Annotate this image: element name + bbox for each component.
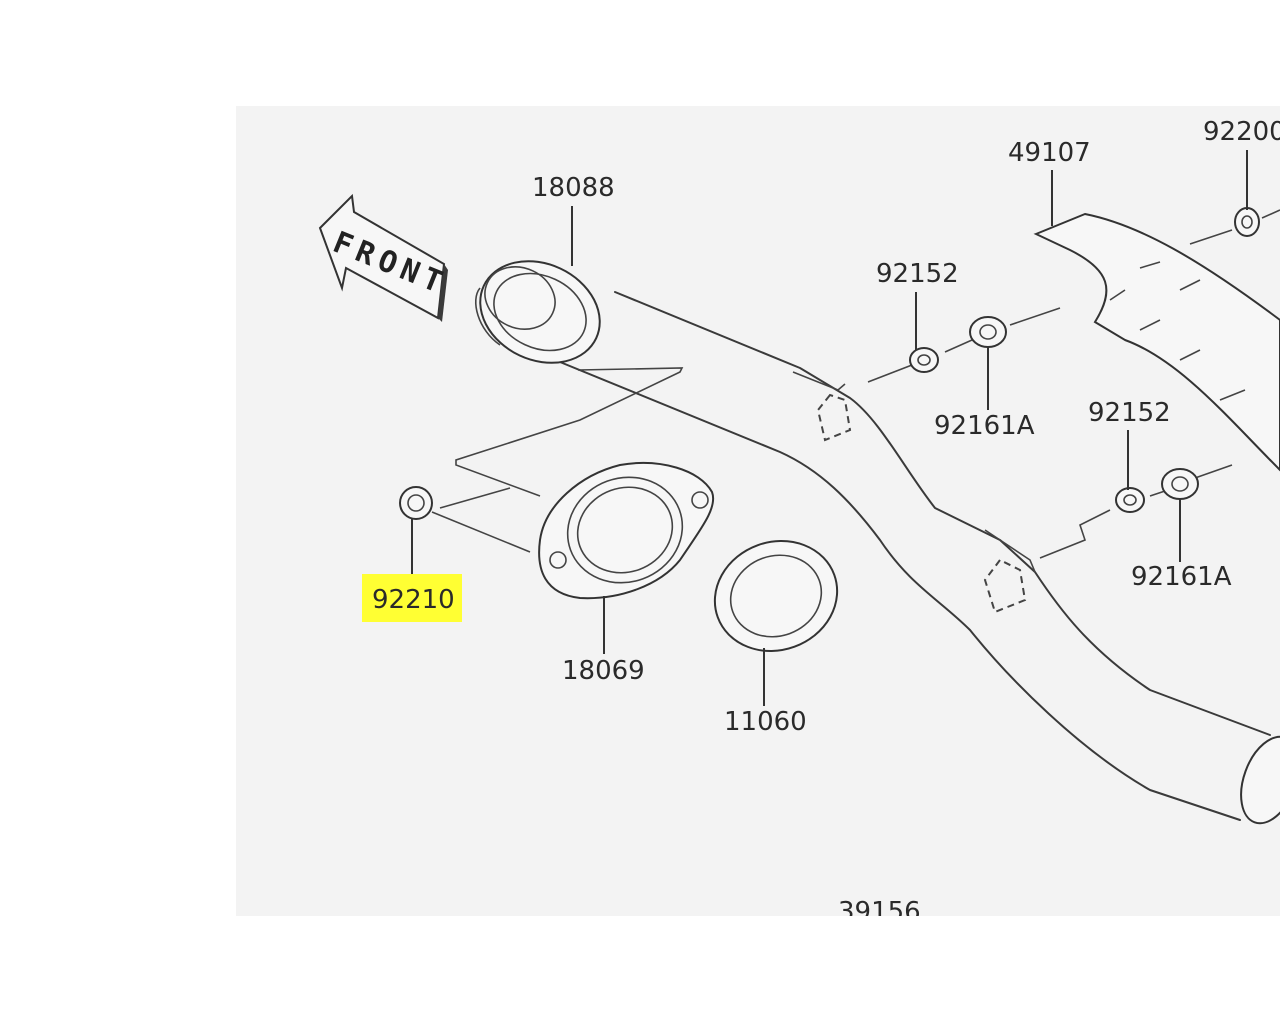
collar-92152-upper <box>909 347 939 373</box>
part-label-92210: 92210 <box>372 585 455 615</box>
washer-92200 <box>1234 207 1260 237</box>
part-label-92161a-lower: 92161A <box>1131 562 1232 592</box>
part-highlight <box>362 574 462 622</box>
parts-diagram-panel: FRONT <box>236 106 1280 916</box>
part-label-92200: 92200 <box>1203 117 1280 147</box>
grommet-92161a-upper <box>969 316 1007 348</box>
exhaust-gasket-11060 <box>713 540 839 652</box>
part-label-18069: 18069 <box>562 656 645 686</box>
part-label-92161a-upper: 92161A <box>934 411 1035 441</box>
part-label-92152-lower: 92152 <box>1088 398 1171 428</box>
assembly-lines <box>431 209 1280 559</box>
collar-92152-lower <box>1115 487 1145 513</box>
exhaust-flange-18069 <box>538 462 715 600</box>
leader-lines <box>411 150 1248 706</box>
heat-guard-49107 <box>1033 212 1280 472</box>
part-label-92152-upper: 92152 <box>876 259 959 289</box>
grommet-92161a-lower <box>1161 468 1199 500</box>
front-direction-arrow: FRONT <box>318 193 453 322</box>
header-inlet-18088 <box>475 260 601 364</box>
nut-92210 <box>399 486 433 520</box>
part-label-11060: 11060 <box>724 707 807 737</box>
exhaust-parts-diagram: FRONT <box>318 117 1280 916</box>
exhaust-pipe-39156 <box>559 291 1280 825</box>
part-label-49107: 49107 <box>1008 138 1091 168</box>
part-label-39156: 39156 <box>838 897 921 916</box>
part-label-18088: 18088 <box>532 173 615 203</box>
